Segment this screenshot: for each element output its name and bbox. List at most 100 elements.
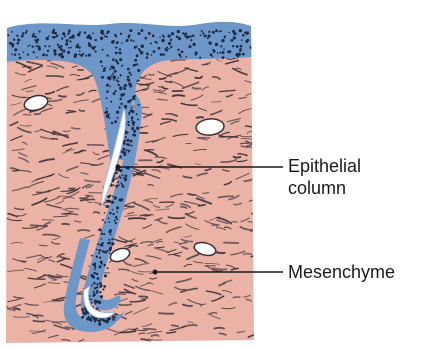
cell-dot [107, 318, 110, 321]
cell-dot [136, 63, 138, 65]
cell-dot [101, 233, 103, 235]
cell-dot [137, 118, 139, 120]
cell-dot [113, 92, 116, 95]
cell-dot [94, 50, 96, 52]
fiber [119, 292, 132, 293]
fiber [197, 117, 203, 118]
cell-dot [104, 212, 106, 214]
cell-dot [251, 45, 254, 48]
cell-dot [106, 54, 108, 56]
cell-dot [128, 112, 130, 114]
cell-dot [78, 53, 80, 55]
cell-dot [177, 49, 179, 51]
cell-dot [26, 30, 28, 32]
cell-dot [178, 37, 181, 40]
cell-dot [7, 34, 9, 36]
cell-dot [101, 76, 104, 79]
cell-dot [111, 238, 113, 240]
cell-dot [90, 47, 92, 49]
mesenchyme-label-text: Mesenchyme [288, 261, 395, 283]
cell-dot [221, 39, 224, 42]
cell-dot [86, 36, 89, 39]
cell-dot [21, 35, 24, 38]
cell-dot [106, 321, 109, 324]
cell-dot [134, 95, 136, 97]
cell-dot [126, 39, 129, 42]
cell-dot [131, 110, 134, 113]
cell-dot [130, 145, 132, 147]
cell-dot [131, 127, 134, 130]
cell-dot [52, 36, 54, 38]
cell-dot [58, 53, 61, 56]
cell-dot [60, 48, 63, 51]
cell-dot [1, 51, 4, 54]
cell-dot [104, 35, 106, 37]
cell-dot [106, 115, 109, 118]
cell-dot [112, 40, 115, 43]
cell-dot [184, 35, 186, 37]
cell-dot [112, 196, 114, 198]
cell-dot [96, 292, 98, 294]
cell-dot [212, 49, 214, 51]
cell-dot [104, 274, 107, 277]
fiber [214, 328, 224, 329]
fiber [151, 335, 158, 336]
cell-dot [158, 47, 161, 50]
cell-dot [79, 31, 81, 33]
cell-dot [114, 198, 116, 200]
cell-dot [233, 36, 236, 39]
cell-dot [27, 54, 29, 56]
fiber [46, 76, 63, 77]
cell-dot [106, 108, 108, 110]
cell-dot [219, 52, 221, 54]
cell-dot [94, 268, 96, 270]
cell-dot [104, 221, 106, 223]
cell-dot [102, 288, 104, 290]
cell-dot [81, 316, 84, 319]
cell-dot [131, 116, 134, 119]
fiber [172, 325, 179, 326]
cell-dot [195, 54, 197, 56]
cell-dot [128, 124, 130, 126]
cell-dot [140, 51, 143, 54]
cell-dot [111, 75, 113, 77]
cell-dot [96, 307, 99, 310]
cell-dot [146, 56, 149, 59]
cell-dot [85, 313, 87, 315]
cell-dot [220, 30, 222, 32]
cell-dot [192, 34, 195, 37]
cell-dot [222, 51, 225, 54]
cell-dot [68, 47, 70, 49]
cell-dot [199, 57, 201, 59]
cell-dot [12, 46, 14, 48]
cell-dot [119, 74, 121, 76]
cell-dot [32, 35, 35, 38]
cell-dot [106, 90, 109, 93]
cell-dot [93, 282, 96, 285]
cell-dot [124, 84, 127, 87]
cell-dot [228, 32, 230, 34]
cell-dot [130, 140, 133, 143]
cell-dot [42, 53, 45, 56]
cell-dot [94, 287, 96, 289]
cell-dot [130, 74, 132, 76]
cell-dot [123, 87, 126, 90]
cell-dot [108, 217, 110, 219]
cell-dot [136, 46, 138, 48]
fiber [160, 78, 166, 79]
cell-dot [119, 58, 122, 61]
cell-dot [227, 50, 230, 53]
cell-dot [123, 142, 126, 145]
cell-dot [116, 41, 119, 44]
cell-dot [88, 44, 91, 47]
cell-dot [137, 69, 140, 72]
cell-dot [208, 41, 211, 44]
cell-dot [62, 32, 65, 35]
cell-dot [109, 68, 111, 70]
cell-dot [108, 230, 111, 233]
cell-dot [38, 48, 41, 51]
cell-dot [106, 205, 109, 208]
cell-dot [74, 55, 77, 58]
cell-dot [181, 50, 184, 53]
epithelial-leader-dot [116, 165, 121, 170]
